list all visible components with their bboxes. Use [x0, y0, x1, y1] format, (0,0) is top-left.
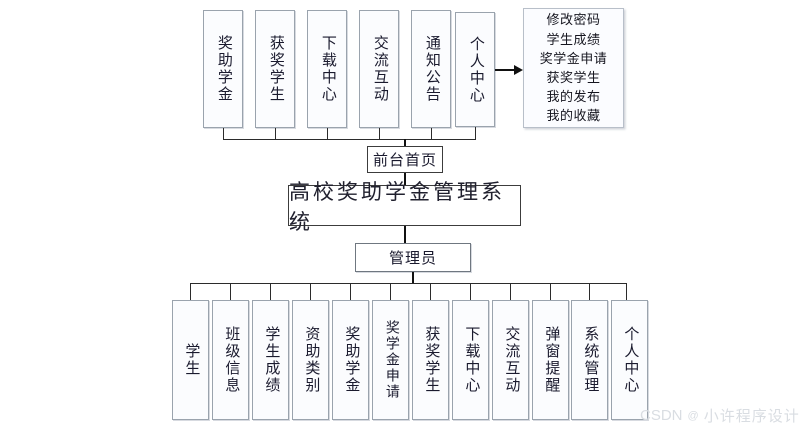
detail-item-2: 学生成绩 — [546, 31, 601, 47]
connector-drop-top-1 — [223, 128, 224, 139]
connector-drop-top-2 — [275, 128, 276, 139]
connector-drop-admin-1 — [190, 283, 191, 300]
connector-drop-top-5 — [431, 128, 432, 139]
personal-center-arrow-head — [514, 65, 523, 75]
csdn-watermark: CSDN @ 小许程序设计 — [640, 405, 800, 426]
connector-drop-top-6 — [475, 127, 476, 139]
connector-drop-admin-10 — [550, 283, 551, 300]
admin-module-box-2[interactable]: 班级信息 — [212, 300, 249, 420]
connector-drop-admin-7 — [430, 283, 431, 300]
detail-item-1: 修改密码 — [546, 12, 601, 28]
system-title-box: 高校奖助学金管理系统 — [288, 180, 521, 234]
front-module-box-1[interactable]: 奖助学金 — [203, 10, 243, 128]
front-modules-bus — [223, 139, 476, 140]
front-module-box-6[interactable]: 个人中心 — [455, 12, 495, 127]
admin-module-box-5[interactable]: 奖助学金 — [332, 300, 369, 420]
front-module-box-5[interactable]: 通知公告 — [411, 10, 451, 128]
connector-bus-to-frontpage — [404, 139, 406, 147]
admin-box[interactable]: 管理员 — [355, 243, 471, 272]
connector-drop-admin-4 — [310, 283, 311, 300]
detail-item-6: 我的收藏 — [546, 108, 601, 124]
admin-module-box-3[interactable]: 学生成绩 — [252, 300, 289, 420]
detail-item-5: 我的发布 — [546, 89, 601, 105]
detail-item-3: 奖学金申请 — [539, 50, 608, 66]
connector-drop-admin-8 — [470, 283, 471, 300]
personal-center-arrow-line — [495, 69, 517, 71]
admin-module-box-7[interactable]: 获奖学生 — [412, 300, 449, 420]
connector-drop-admin-11 — [589, 283, 590, 300]
admin-module-box-8[interactable]: 下载中心 — [452, 300, 489, 420]
connector-drop-admin-2 — [230, 283, 231, 300]
connector-drop-admin-6 — [390, 283, 391, 300]
front-module-box-4[interactable]: 交流互动 — [359, 10, 399, 128]
admin-module-box-1[interactable]: 学生 — [172, 300, 209, 420]
connector-drop-admin-9 — [510, 283, 511, 300]
front-module-box-3[interactable]: 下载中心 — [307, 10, 347, 128]
connector-drop-top-3 — [327, 128, 328, 139]
connector-drop-admin-5 — [350, 283, 351, 300]
front-module-box-2[interactable]: 获奖学生 — [255, 10, 295, 128]
personal-center-detail-panel: 修改密码 学生成绩 奖学金申请 获奖学生 我的发布 我的收藏 — [523, 8, 624, 128]
admin-module-box-4[interactable]: 资助类别 — [292, 300, 329, 420]
admin-module-box-9[interactable]: 交流互动 — [492, 300, 529, 420]
connector-drop-top-4 — [379, 128, 380, 139]
connector-frontpage-to-title — [404, 173, 406, 185]
connector-admin-to-bus — [412, 272, 414, 283]
detail-item-4: 获奖学生 — [546, 70, 601, 85]
connector-drop-admin-3 — [270, 283, 271, 300]
admin-module-box-6[interactable]: 奖学金申请 — [372, 300, 409, 420]
admin-module-box-10[interactable]: 弹窗提醒 — [532, 300, 569, 420]
admin-modules-bus — [190, 283, 626, 284]
admin-module-box-11[interactable]: 系统管理 — [571, 300, 608, 420]
admin-module-box-12[interactable]: 个人中心 — [611, 300, 648, 420]
front-page-box[interactable]: 前台首页 — [367, 146, 443, 173]
watermark-registered-icon: @ — [687, 409, 699, 422]
watermark-author: 小许程序设计 — [703, 409, 800, 425]
watermark-brand: CSDN — [640, 407, 683, 424]
connector-title-to-admin — [404, 226, 406, 243]
connector-drop-admin-12 — [626, 283, 627, 300]
